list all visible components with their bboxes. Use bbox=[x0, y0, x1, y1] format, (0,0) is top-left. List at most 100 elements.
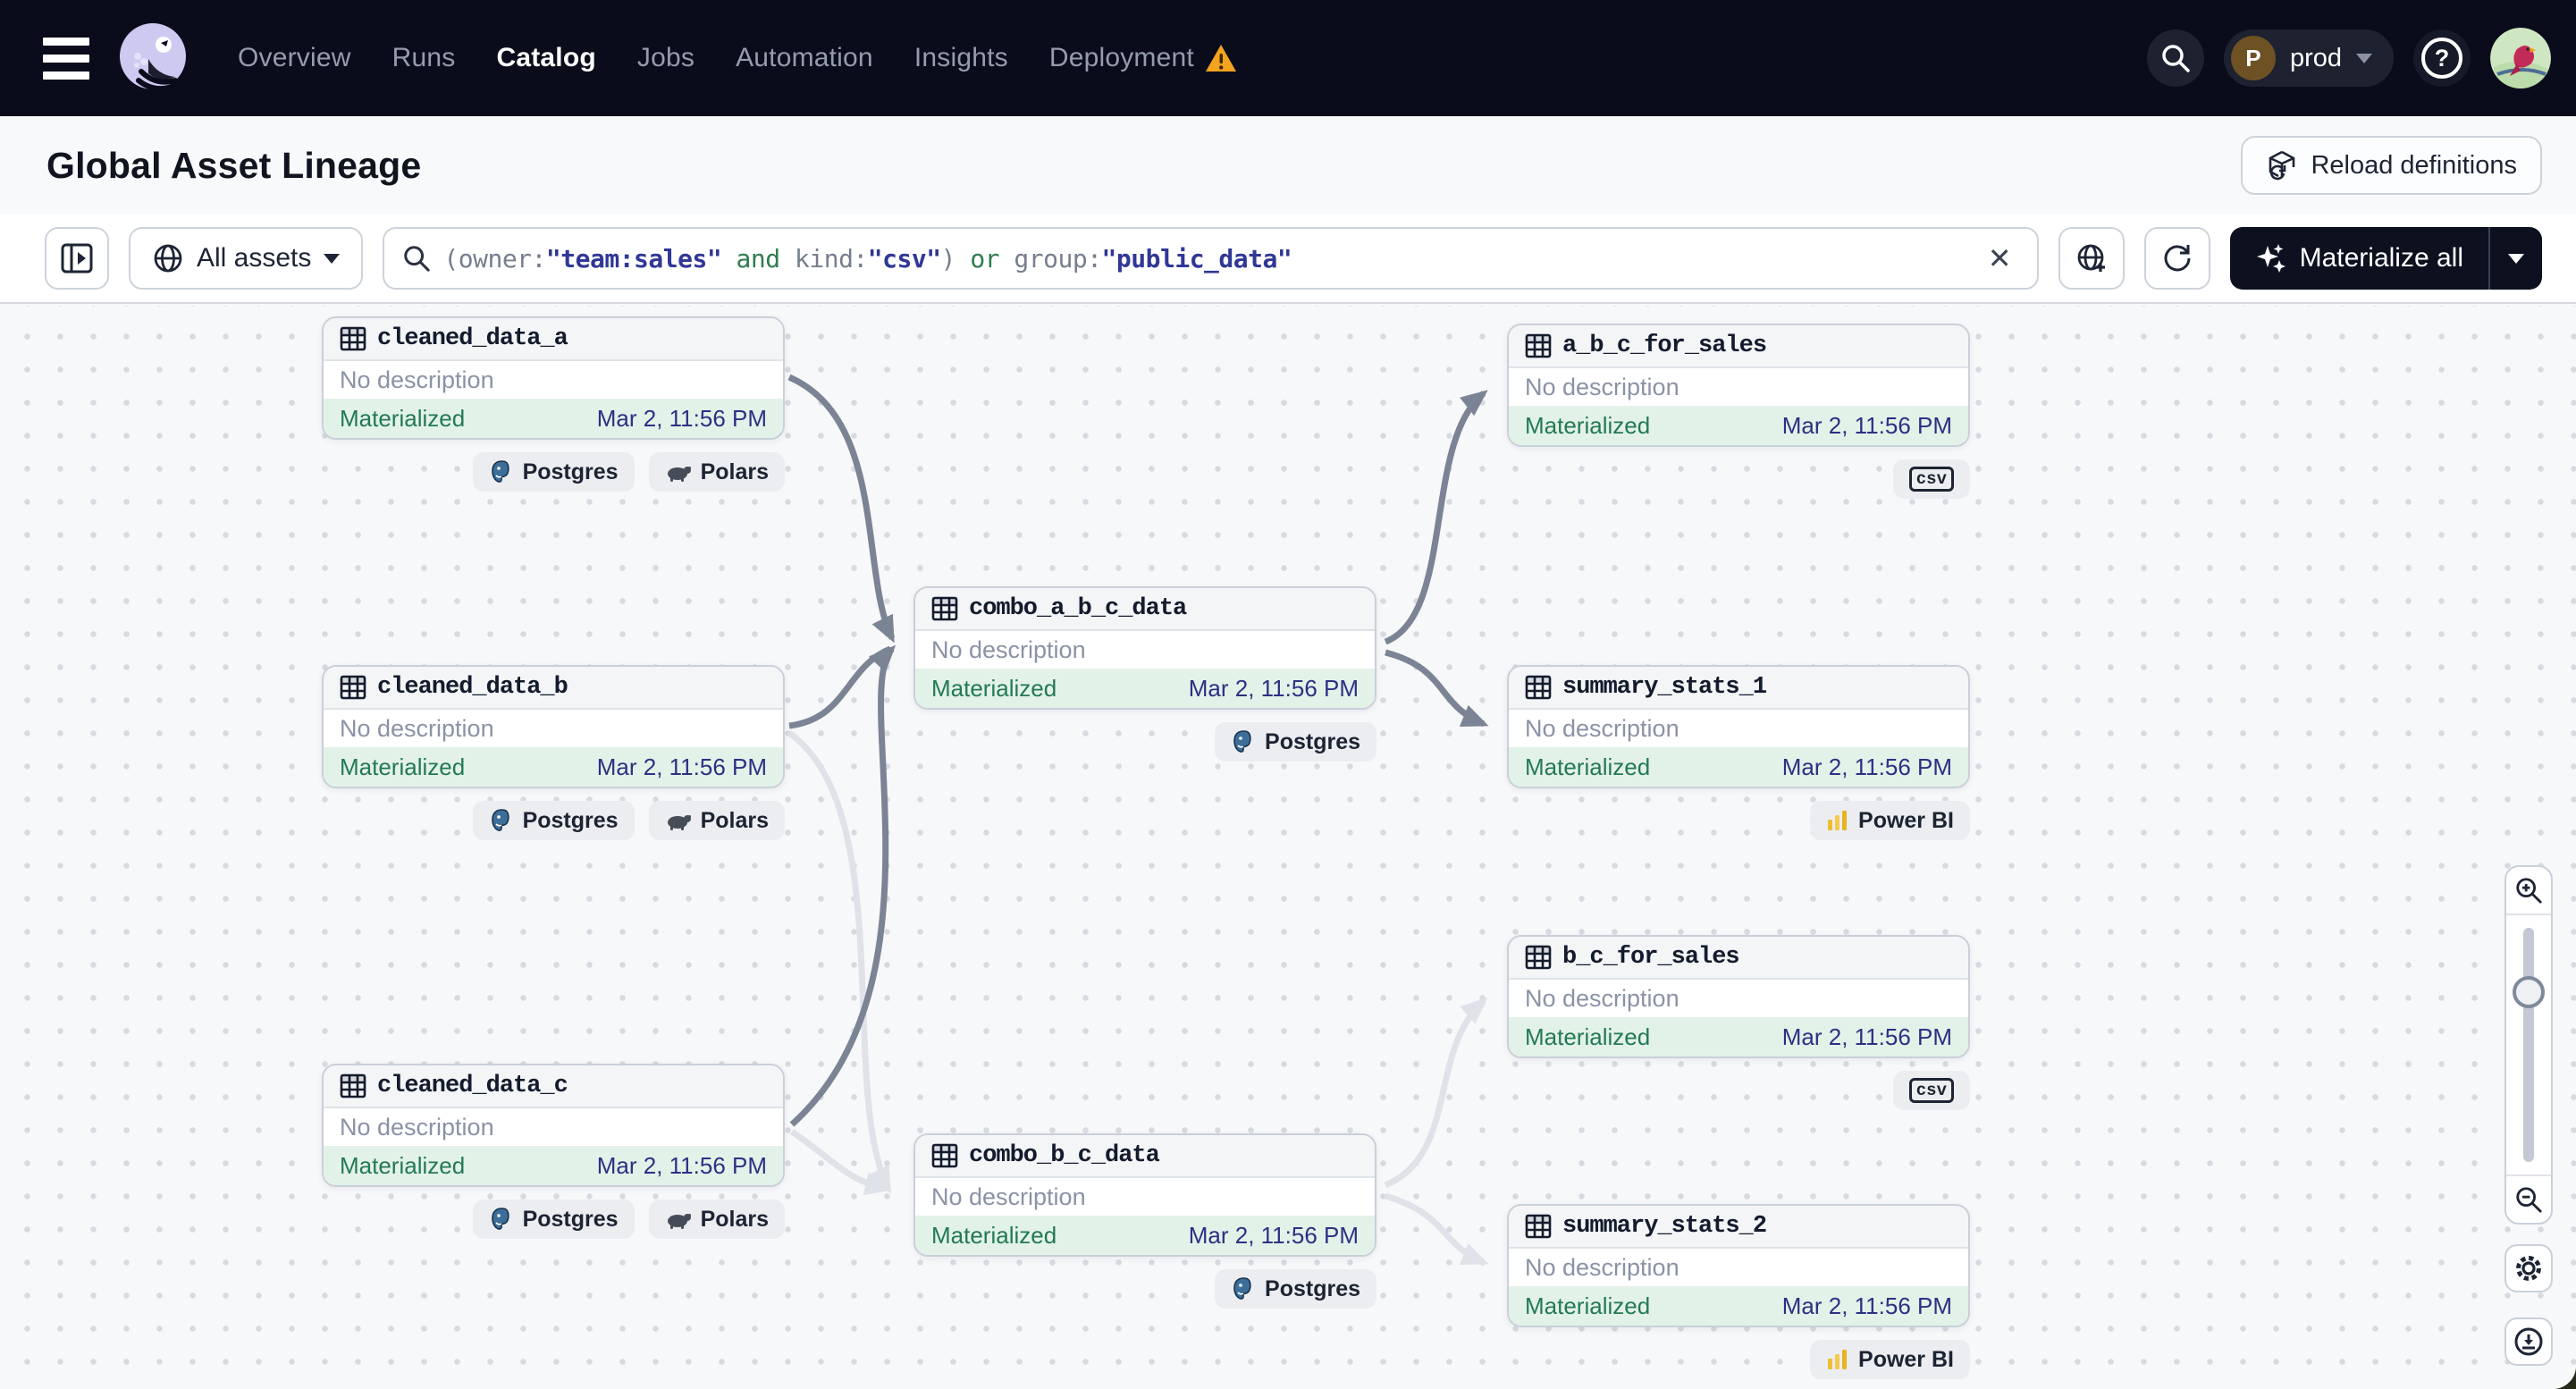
table-icon bbox=[1525, 1214, 1552, 1239]
top-nav: Overview Runs Catalog Jobs Automation In… bbox=[0, 0, 2576, 116]
status-badge: Materialized bbox=[1525, 753, 1651, 780]
user-avatar[interactable] bbox=[2490, 28, 2551, 88]
asset-node-header: cleaned_data_b bbox=[324, 667, 783, 710]
nav-item-catalog[interactable]: Catalog bbox=[496, 43, 596, 72]
materialization-timestamp[interactable]: Mar 2, 11:56 PM bbox=[596, 753, 767, 780]
materialize-all-button[interactable]: Materialize all bbox=[2230, 227, 2488, 290]
asset-filter-input[interactable]: (owner:"team:sales" and kind:"csv") or g… bbox=[383, 227, 2039, 290]
kind-badges: Postgres bbox=[913, 722, 1376, 762]
materialization-timestamp[interactable]: Mar 2, 11:56 PM bbox=[596, 1151, 767, 1179]
materialization-timestamp[interactable]: Mar 2, 11:56 PM bbox=[1781, 1292, 1952, 1319]
kind-badge-label: Polars bbox=[700, 807, 769, 833]
kind-badge-label: Postgres bbox=[522, 1206, 619, 1232]
asset-node-combo_b_c_data[interactable]: combo_b_c_data No description Materializ… bbox=[913, 1133, 1376, 1257]
filter-query-text[interactable]: (owner:"team:sales" and kind:"csv") or g… bbox=[443, 243, 1292, 274]
kind-badge-postgres[interactable]: Postgres bbox=[472, 452, 635, 492]
nav-item-insights[interactable]: Insights bbox=[913, 43, 1008, 72]
nav-item-jobs[interactable]: Jobs bbox=[636, 43, 695, 72]
materialization-timestamp[interactable]: Mar 2, 11:56 PM bbox=[1781, 1023, 1952, 1050]
dagster-logo-icon[interactable] bbox=[114, 20, 191, 97]
open-sidebar-button[interactable] bbox=[45, 227, 109, 290]
nav-item-deployment-label: Deployment bbox=[1048, 43, 1194, 72]
postgres-icon bbox=[491, 809, 509, 831]
materialization-timestamp[interactable]: Mar 2, 11:56 PM bbox=[1781, 753, 1952, 780]
table-icon bbox=[340, 1073, 366, 1099]
asset-name: combo_a_b_c_data bbox=[969, 595, 1187, 622]
page-header: Global Asset Lineage Reload definitions bbox=[0, 116, 2576, 215]
asset-description: No description bbox=[1525, 714, 1679, 742]
nav-item-deployment[interactable]: Deployment bbox=[1049, 43, 1237, 73]
asset-node-header: summary_stats_2 bbox=[1509, 1206, 1968, 1249]
asset-status-row: Materialized Mar 2, 11:56 PM bbox=[1509, 747, 1968, 787]
nav-item-overview[interactable]: Overview bbox=[238, 43, 351, 72]
split-button-divider bbox=[2488, 227, 2490, 290]
kind-badge-polars[interactable]: Polars bbox=[648, 801, 785, 840]
materialization-timestamp[interactable]: Mar 2, 11:56 PM bbox=[596, 404, 767, 432]
table-icon bbox=[1525, 675, 1552, 700]
search-icon bbox=[402, 244, 431, 273]
asset-name: summary_stats_1 bbox=[1562, 674, 1767, 701]
asset-node-cleaned_data_a[interactable]: cleaned_data_a No description Materializ… bbox=[322, 316, 785, 440]
kind-badge-polars[interactable]: Polars bbox=[648, 452, 785, 492]
nav-item-runs[interactable]: Runs bbox=[391, 43, 456, 72]
asset-node-cleaned_data_c[interactable]: cleaned_data_c No description Materializ… bbox=[322, 1064, 785, 1187]
kind-badge-csv[interactable]: csv bbox=[1892, 1071, 1970, 1110]
refresh-layout-button[interactable] bbox=[2143, 227, 2210, 290]
asset-node-summary_stats_2[interactable]: summary_stats_2 No description Materiali… bbox=[1507, 1204, 1970, 1327]
zoom-out-button[interactable] bbox=[2506, 1174, 2551, 1223]
asset-node-combo_a_b_c_data[interactable]: combo_a_b_c_data No description Material… bbox=[913, 586, 1376, 710]
table-icon bbox=[340, 326, 366, 351]
hamburger-menu-icon[interactable] bbox=[43, 32, 95, 84]
powerbi-icon bbox=[1828, 1350, 1848, 1369]
kind-badge-postgres[interactable]: Postgres bbox=[1215, 722, 1376, 762]
materialization-timestamp[interactable]: Mar 2, 11:56 PM bbox=[1188, 674, 1359, 702]
sparkle-icon bbox=[2255, 242, 2287, 274]
zoom-slider[interactable] bbox=[2506, 915, 2551, 1174]
asset-node-b_c_for_sales[interactable]: b_c_for_sales No description Materialize… bbox=[1507, 935, 1970, 1058]
lineage-graph-canvas[interactable]: cleaned_data_a No description Materializ… bbox=[0, 306, 2576, 1389]
global-search-button[interactable] bbox=[2146, 29, 2204, 87]
kind-badge-csv[interactable]: csv bbox=[1892, 459, 1970, 499]
kind-badge-label: Power BI bbox=[1858, 1346, 1954, 1372]
materialization-timestamp[interactable]: Mar 2, 11:56 PM bbox=[1188, 1221, 1359, 1249]
asset-description: No description bbox=[931, 1183, 1086, 1210]
asset-status-row: Materialized Mar 2, 11:56 PM bbox=[1509, 1017, 1968, 1056]
kind-badge-postgres[interactable]: Postgres bbox=[472, 801, 635, 840]
asset-node-header: a_b_c_for_sales bbox=[1509, 325, 1968, 368]
nav-item-automation[interactable]: Automation bbox=[736, 43, 873, 72]
download-image-button[interactable] bbox=[2504, 1317, 2553, 1366]
reload-definitions-button[interactable]: Reload definitions bbox=[2241, 136, 2542, 195]
asset-node-summary_stats_1[interactable]: summary_stats_1 No description Materiali… bbox=[1507, 665, 1970, 788]
asset-description: No description bbox=[931, 636, 1086, 663]
kind-badges: Power BI bbox=[1507, 801, 1970, 840]
zoom-control-panel bbox=[2504, 865, 2553, 1225]
help-button[interactable]: ? bbox=[2413, 29, 2471, 87]
nav-items: Overview Runs Catalog Jobs Automation In… bbox=[238, 43, 1237, 73]
kind-badges: Postgres Polars bbox=[322, 452, 785, 492]
status-badge: Materialized bbox=[931, 674, 1057, 702]
download-icon bbox=[2514, 1327, 2543, 1356]
asset-node-cleaned_data_b[interactable]: cleaned_data_b No description Materializ… bbox=[322, 665, 785, 788]
kind-badge-postgres[interactable]: Postgres bbox=[1215, 1269, 1376, 1309]
table-icon bbox=[1525, 333, 1552, 358]
kind-badge-powerbi[interactable]: Power BI bbox=[1810, 801, 1970, 840]
zoom-slider-track[interactable] bbox=[2523, 928, 2534, 1162]
asset-scope-dropdown[interactable]: All assets bbox=[129, 227, 364, 290]
zoom-in-button[interactable] bbox=[2506, 867, 2551, 915]
zoom-slider-thumb[interactable] bbox=[2513, 976, 2545, 1008]
kind-badge-powerbi[interactable]: Power BI bbox=[1810, 1340, 1970, 1379]
asset-scope-label: All assets bbox=[197, 243, 312, 273]
graph-settings-button[interactable] bbox=[2504, 1244, 2553, 1292]
kind-badge-polars[interactable]: Polars bbox=[648, 1200, 785, 1239]
deployment-switcher[interactable]: P prod bbox=[2223, 29, 2394, 87]
asset-name: cleaned_data_b bbox=[377, 674, 568, 701]
materialize-options-button[interactable] bbox=[2490, 227, 2542, 290]
table-icon bbox=[931, 1143, 958, 1168]
asset-node-a_b_c_for_sales[interactable]: a_b_c_for_sales No description Materiali… bbox=[1507, 324, 1970, 447]
materialization-timestamp[interactable]: Mar 2, 11:56 PM bbox=[1781, 411, 1952, 439]
clear-filter-icon[interactable]: ✕ bbox=[1987, 242, 2012, 274]
kind-badge-postgres[interactable]: Postgres bbox=[472, 1200, 635, 1239]
add-scope-button[interactable] bbox=[2058, 227, 2125, 290]
reload-definitions-label: Reload definitions bbox=[2311, 150, 2517, 180]
lineage-toolbar: All assets (owner:"team:sales" and kind:… bbox=[0, 215, 2576, 304]
